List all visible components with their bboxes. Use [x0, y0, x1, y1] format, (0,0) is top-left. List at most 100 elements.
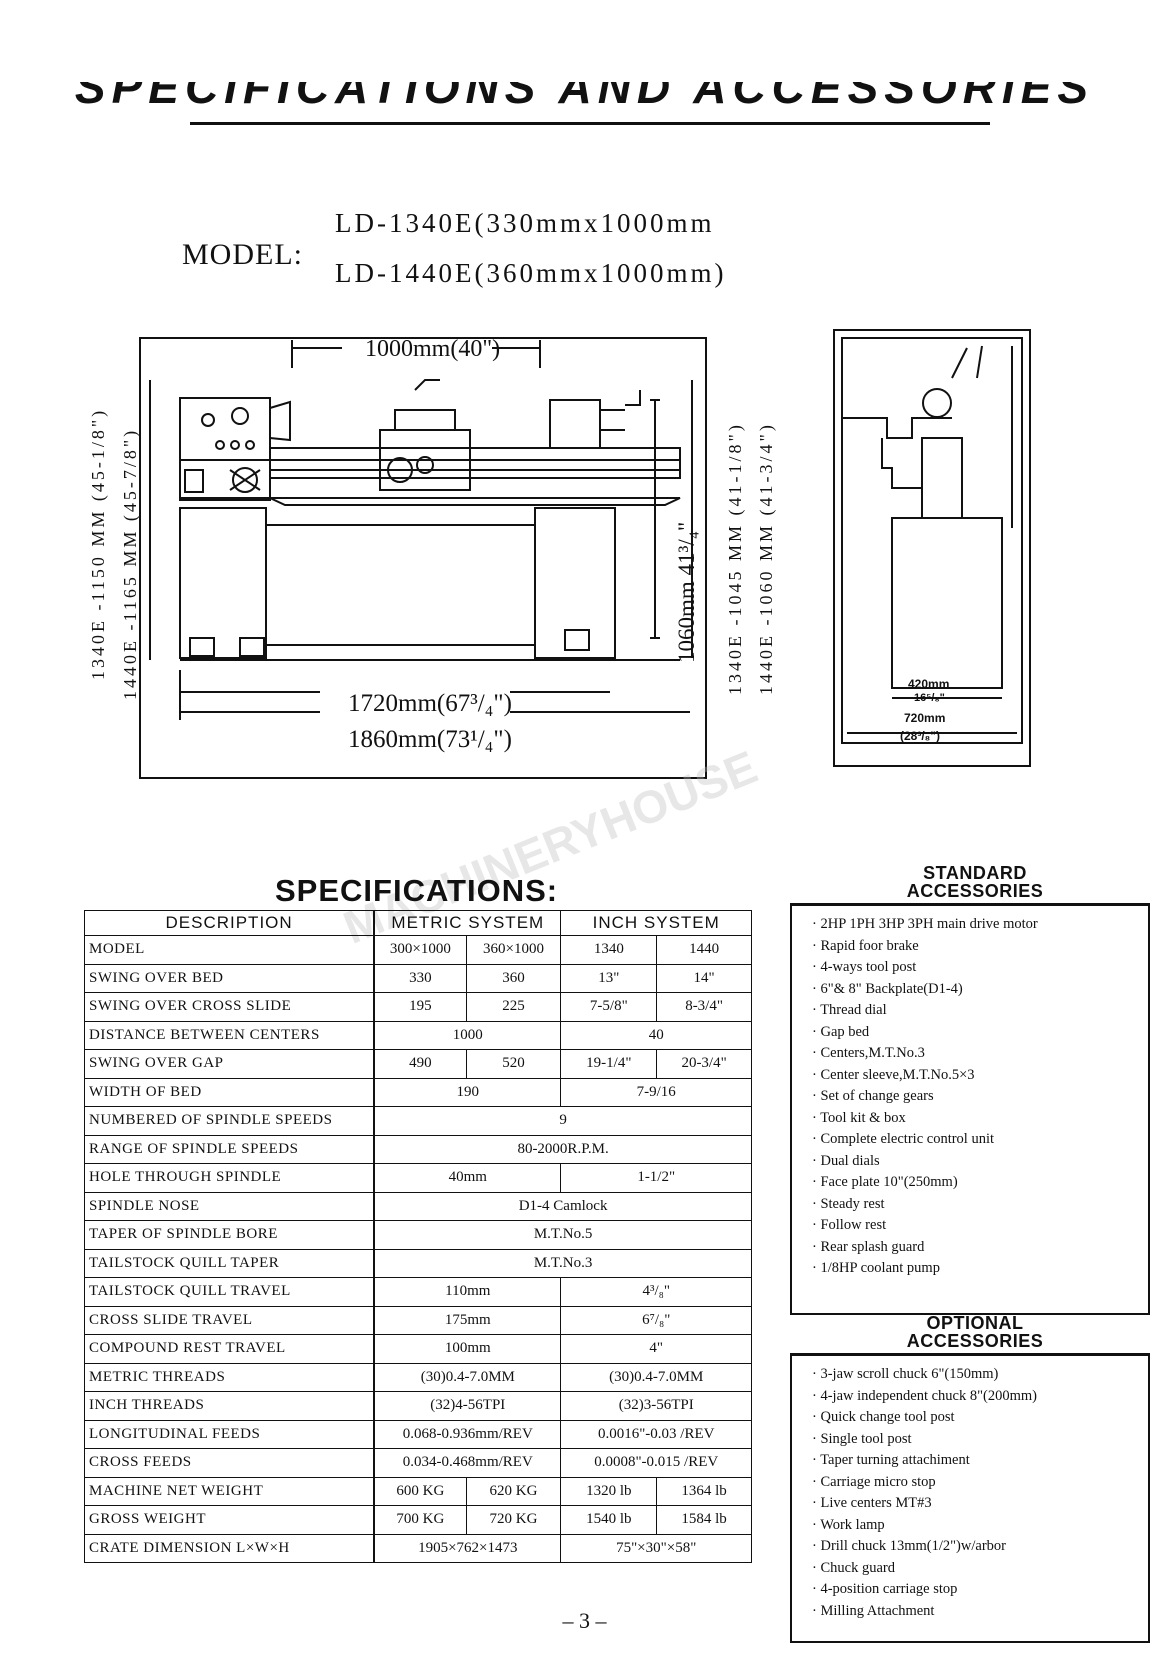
spec-metric-value-1340: 195: [373, 992, 467, 1022]
spec-inch-value: 7-9/16: [560, 1077, 752, 1107]
list-item: 6"& 8" Backplate(D1-4): [812, 979, 1140, 1001]
spec-metric-value: 1000: [373, 1020, 562, 1050]
dim-1860mm: 1860mm(73¹/₄"): [348, 726, 512, 753]
spec-label: MODEL: [84, 935, 376, 965]
spec-metric-value-1440: 720 KG: [465, 1505, 562, 1535]
right-height-label-1340e: 1340E -1045 MM (41-1/8"): [725, 422, 745, 695]
spec-metric-value: 100mm: [373, 1334, 562, 1364]
spec-inch-value: 0.0008"-0.015 /REV: [560, 1448, 752, 1478]
optional-accessories-title-1: OPTIONAL: [926, 1313, 1024, 1333]
list-item: Steady rest: [812, 1194, 1140, 1216]
model-line-1340e: LD-1340E(330mmx1000mm: [335, 208, 715, 238]
title-underline: [190, 122, 990, 125]
standard-accessories-list: 2HP 1PH 3HP 3PH main drive motorRapid fo…: [812, 914, 1140, 1280]
spec-inch-value: (32)3-56TPI: [560, 1391, 752, 1421]
list-item: Milling Attachment: [812, 1601, 1140, 1623]
header-inch: INCH SYSTEM: [560, 910, 752, 936]
list-item: Rear splash guard: [812, 1237, 1140, 1259]
side-dim-420mm: 420mm: [908, 677, 950, 691]
list-item: Drill chuck 13mm(1/2")w/arbor: [812, 1536, 1140, 1558]
spec-label: NUMBERED OF SPINDLE SPEEDS: [84, 1106, 376, 1136]
spec-label: SWING OVER BED: [84, 963, 376, 993]
header-description: DESCRIPTION: [84, 910, 376, 936]
list-item: Tool kit & box: [812, 1108, 1140, 1130]
dim-1060mm: 1060mm 41³/₄": [674, 521, 699, 663]
spec-inch-value: 4": [560, 1334, 752, 1364]
spec-label: WIDTH OF BED: [84, 1077, 376, 1107]
spec-inch-value: (30)0.4-7.0MM: [560, 1362, 752, 1392]
optional-accessories-list: 3-jaw scroll chuck 6"(150mm)4-jaw indepe…: [812, 1364, 1140, 1622]
spec-inch-value-1440: 14": [656, 963, 752, 993]
table-header-row: DESCRIPTION METRIC SYSTEM INCH SYSTEM: [84, 910, 752, 936]
spec-inch-value-1340: 1320 lb: [560, 1476, 658, 1506]
spec-label: HOLE THROUGH SPINDLE: [84, 1163, 376, 1193]
spec-value: M.T.No.3: [373, 1248, 753, 1278]
specifications-heading: SPECIFICATIONS:: [275, 873, 559, 908]
spec-metric-value: 40mm: [373, 1163, 562, 1193]
spec-label: TAILSTOCK QUILL TAPER: [84, 1248, 376, 1278]
spec-inch-value: 40: [560, 1020, 752, 1050]
table-row: INCH THREADS(32)4-56TPI(32)3-56TPI: [84, 1391, 752, 1421]
list-item: Live centers MT#3: [812, 1493, 1140, 1515]
list-item: Dual dials: [812, 1151, 1140, 1173]
spec-metric-value-1340: 700 KG: [373, 1505, 467, 1535]
header-metric: METRIC SYSTEM: [373, 910, 562, 936]
spec-label: CROSS FEEDS: [84, 1448, 376, 1478]
spec-value: 80-2000R.P.M.: [373, 1134, 753, 1164]
list-item: 4-jaw independent chuck 8"(200mm): [812, 1386, 1140, 1408]
list-item: Chuck guard: [812, 1558, 1140, 1580]
spec-label: CROSS SLIDE TRAVEL: [84, 1305, 376, 1335]
spec-label: TAPER OF SPINDLE BORE: [84, 1220, 376, 1250]
spec-value: D1-4 Camlock: [373, 1191, 753, 1221]
left-height-label-1340e: 1340E -1150 MM (45-1/8"): [88, 407, 108, 680]
spec-inch-value-1340: 1340: [560, 935, 658, 965]
spec-metric-value: 1905×762×1473: [373, 1533, 562, 1563]
side-dim-16-5-8: 16⁵/₈": [914, 692, 945, 704]
side-dim-28-3-8: (28³/₈"): [900, 729, 940, 743]
dim-1720mm: 1720mm(67³/₄"): [348, 690, 512, 717]
spec-inch-value: 4³/₈": [560, 1277, 752, 1307]
optional-accessories-box: 3-jaw scroll chuck 6"(150mm)4-jaw indepe…: [790, 1353, 1150, 1643]
spec-metric-value-1440: 620 KG: [465, 1476, 562, 1506]
spec-label: GROSS WEIGHT: [84, 1505, 376, 1535]
left-height-label-1440e: 1440E -1165 MM (45-7/8"): [120, 427, 140, 700]
page-number: – 3 –: [562, 1608, 607, 1633]
model-line-1440e: LD-1440E(360mmx1000mm): [335, 258, 727, 288]
spec-metric-value-1340: 300×1000: [373, 935, 467, 965]
list-item: Thread dial: [812, 1000, 1140, 1022]
list-item: Centers,M.T.No.3: [812, 1043, 1140, 1065]
spec-inch-value-1340: 1540 lb: [560, 1505, 658, 1535]
spec-inch-value: 6⁷/₈": [560, 1305, 752, 1335]
optional-accessories-title-2: ACCESSORIES: [906, 1331, 1044, 1351]
spec-value: M.T.No.5: [373, 1220, 753, 1250]
list-item: Set of change gears: [812, 1086, 1140, 1108]
spec-metric-value-1340: 330: [373, 963, 467, 993]
spec-inch-value: 0.0016"-0.03 /REV: [560, 1419, 752, 1449]
spec-inch-value-1440: 1440: [656, 935, 752, 965]
spec-label: RANGE OF SPINDLE SPEEDS: [84, 1134, 376, 1164]
spec-label: SPINDLE NOSE: [84, 1191, 376, 1221]
spec-metric-value: 0.068-0.936mm/REV: [373, 1419, 562, 1449]
list-item: Follow rest: [812, 1215, 1140, 1237]
spec-value: 9: [373, 1106, 753, 1136]
spec-metric-value-1440: 520: [465, 1049, 562, 1079]
page-title: SPECIFICATIONS AND ACCESSORIES: [74, 82, 1095, 113]
spec-inch-value-1440: 20-3/4": [656, 1049, 752, 1079]
spec-inch-value: 1-1/2": [560, 1163, 752, 1193]
spec-metric-value-1340: 490: [373, 1049, 467, 1079]
spec-label: TAILSTOCK QUILL TRAVEL: [84, 1277, 376, 1307]
standard-accessories-box: 2HP 1PH 3HP 3PH main drive motorRapid fo…: [790, 903, 1150, 1315]
